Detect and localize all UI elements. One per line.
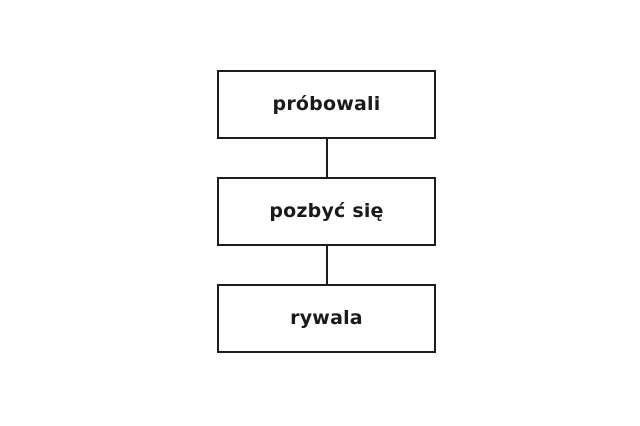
flow-node-1[interactable]: próbowali [217,70,436,139]
connector-node1-node2 [325,139,328,177]
connector-node2-node3 [325,246,328,284]
flow-node-1-label: próbowali [272,93,381,115]
flowchart-node-stack: próbowali pozbyć się rywala [217,70,436,353]
flow-node-3-label: rywala [290,307,363,329]
flow-node-2[interactable]: pozbyć się [217,177,436,246]
flow-node-3[interactable]: rywala [217,284,436,353]
flow-node-2-label: pozbyć się [269,200,384,222]
